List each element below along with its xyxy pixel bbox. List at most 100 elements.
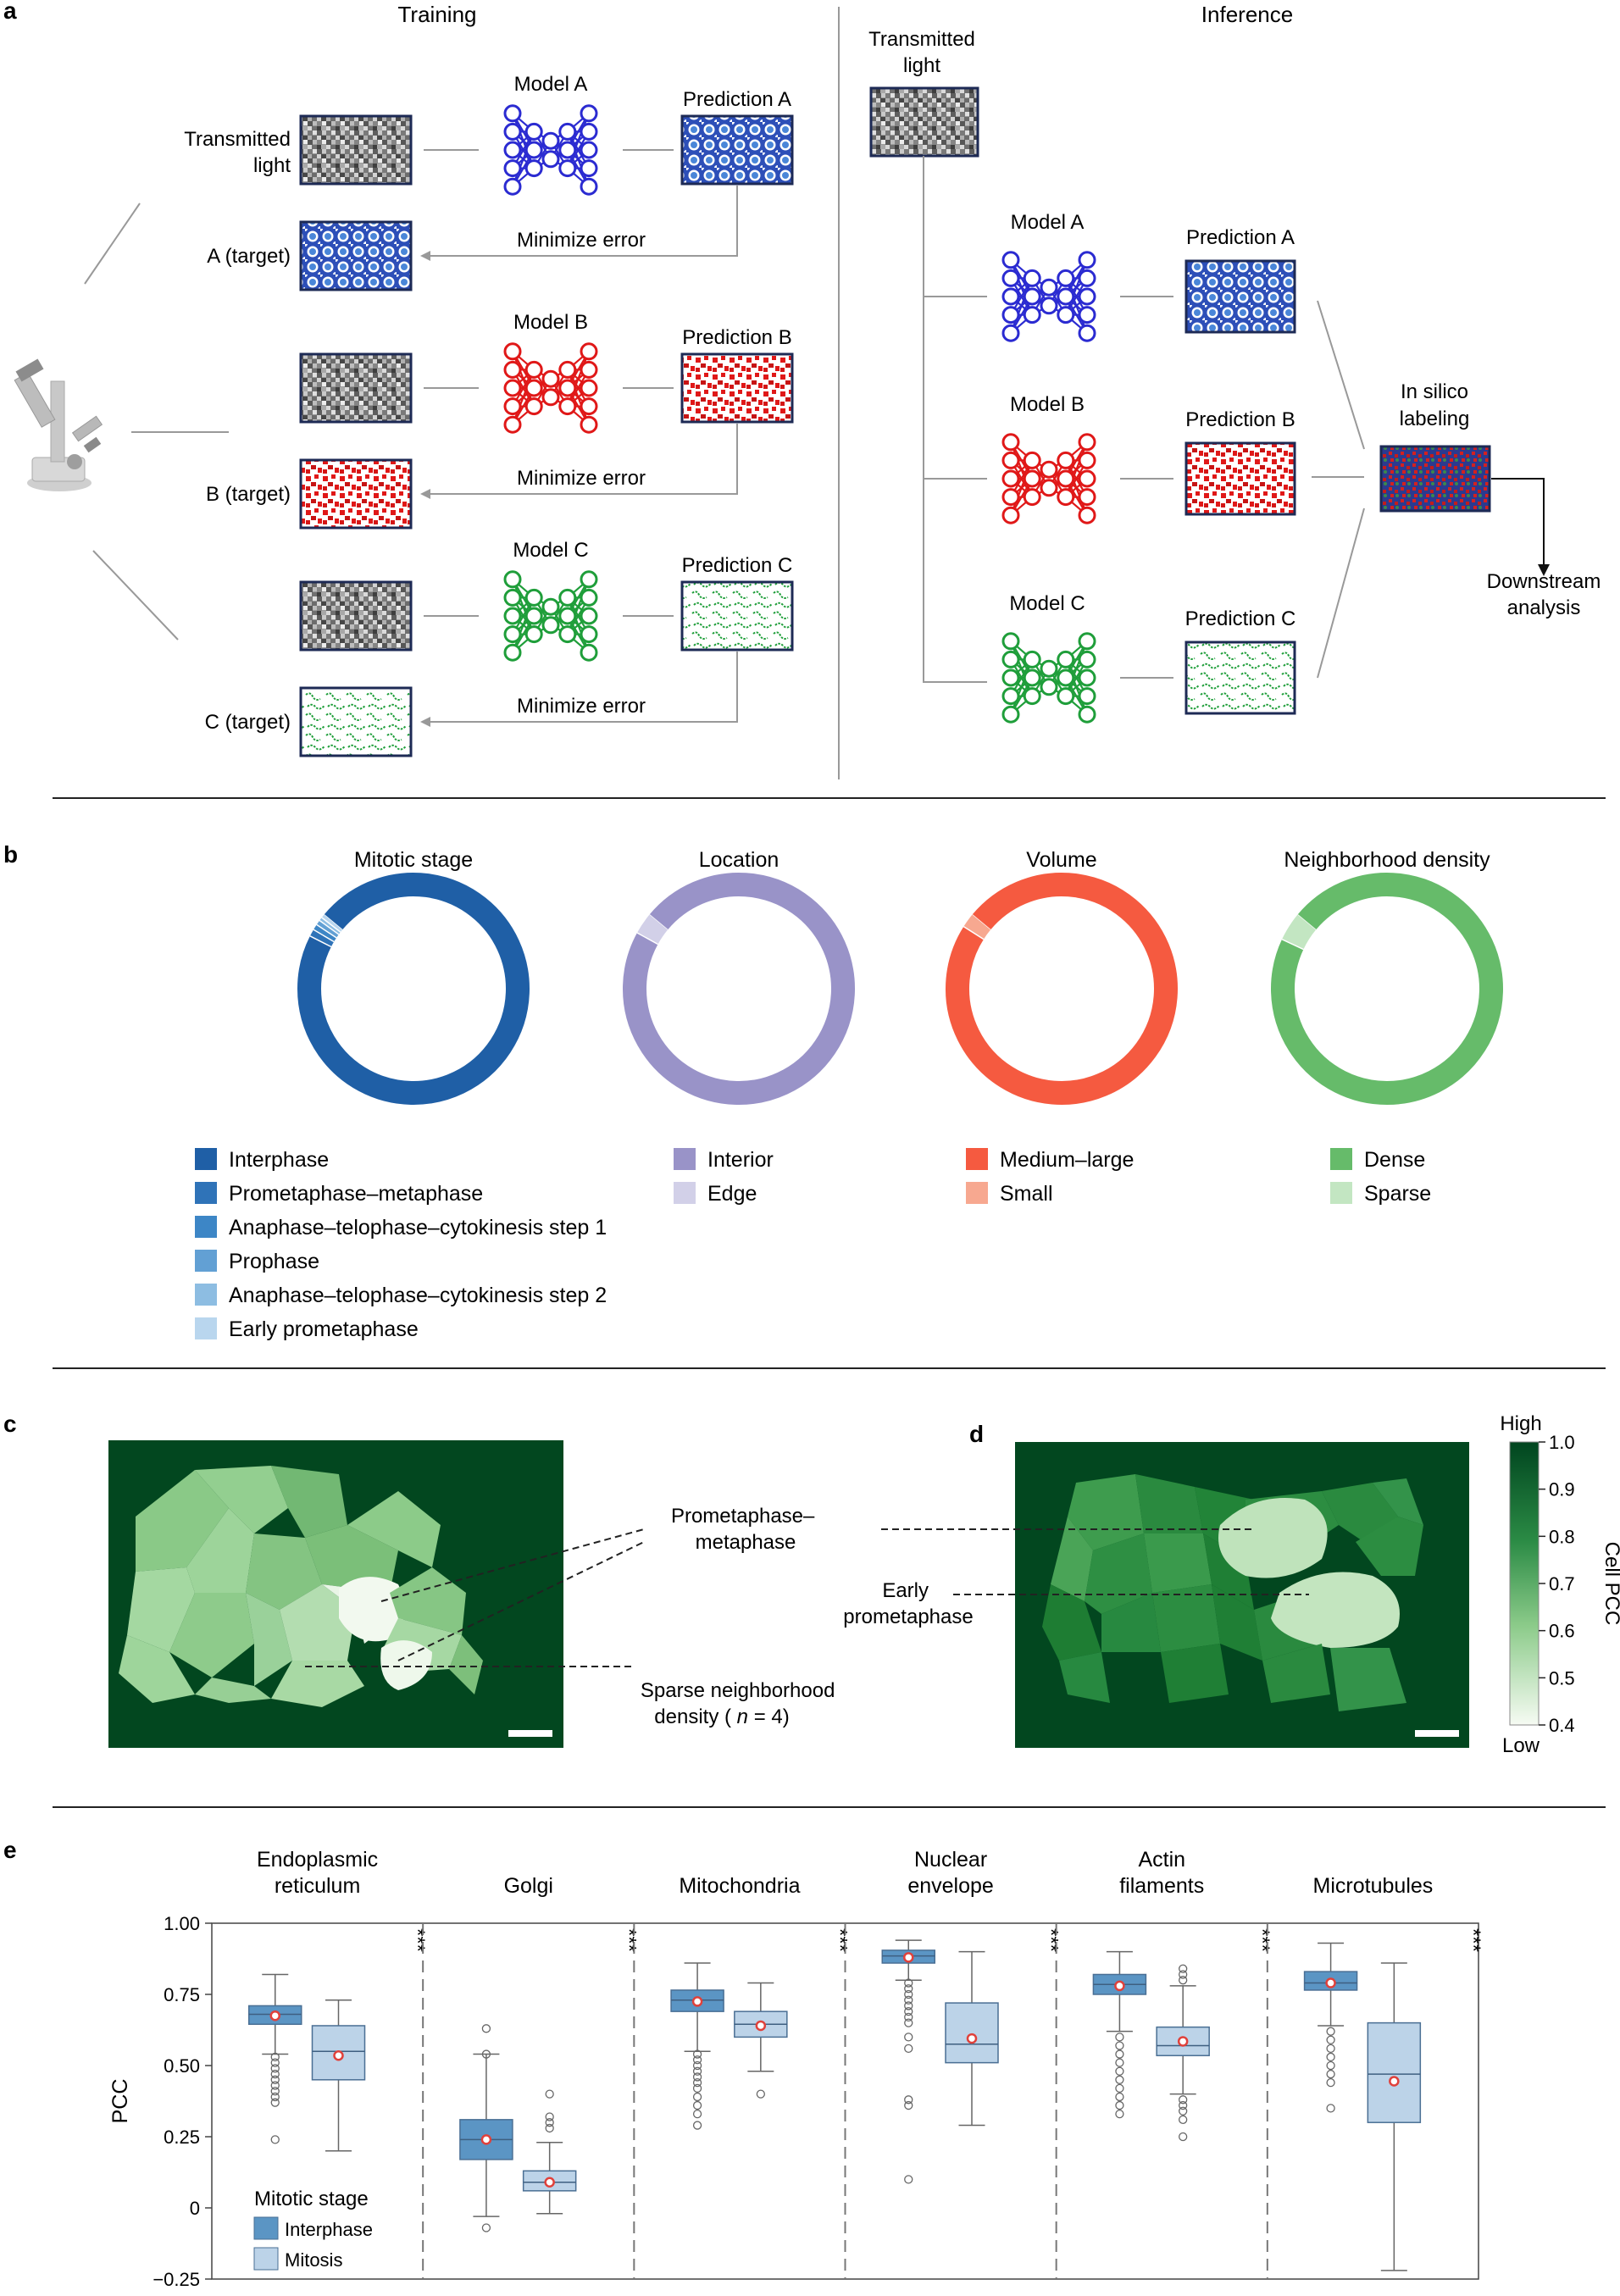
outlier-point [270, 2058, 280, 2067]
outlier-point [1326, 2069, 1335, 2079]
legend-label: Interior [707, 1148, 774, 1172]
outlier-point [270, 2064, 280, 2073]
network-node [1001, 632, 1020, 651]
network-node [1078, 324, 1096, 342]
box-group-2: Golgi*** [459, 1874, 640, 2279]
panel-letter-c: c [3, 1411, 17, 1437]
panel-letter-a: a [3, 0, 17, 24]
network-edge [1064, 441, 1089, 497]
significance-marker: *** [1251, 1928, 1273, 1952]
label-early-line2: prometaphase [843, 1606, 973, 1628]
network-edge [1009, 460, 1034, 516]
inference-title: Inference [1201, 2, 1293, 27]
legend-swatch [195, 1250, 217, 1272]
cell-map-c [119, 1466, 483, 1707]
mean-marker [269, 2010, 280, 2021]
network-edge [566, 113, 591, 169]
donut-slice-gap [309, 935, 332, 948]
model-network-icon [1001, 251, 1096, 342]
network-node [1078, 251, 1096, 269]
significance-marker: *** [406, 1928, 429, 1952]
transmitted-light-image [299, 114, 413, 186]
network-node [541, 388, 560, 407]
network-node [1023, 306, 1041, 324]
prediction-image [1184, 641, 1296, 715]
scale-bar-d [1415, 1730, 1459, 1737]
mean-marker [966, 2033, 978, 2044]
network-node [541, 131, 560, 150]
minimize-arrow-line [422, 186, 738, 257]
network-node [503, 625, 522, 644]
outlier-point [270, 2087, 280, 2096]
network-node [580, 643, 598, 662]
label-sparse-line1: Sparse neighborhood [641, 1679, 835, 1702]
donut-slice-gap [321, 917, 341, 933]
significance-marker: *** [829, 1928, 852, 1952]
network-node [503, 177, 522, 196]
network-node [1078, 650, 1096, 668]
group-title: Microtubules [1313, 1874, 1434, 1898]
outlier-point [1179, 2106, 1188, 2116]
mean-marker [1177, 2036, 1189, 2047]
network-node [1078, 451, 1096, 469]
model-label: Model B [1010, 393, 1085, 416]
prediction-label: Prediction B [682, 326, 791, 349]
outlier-point [1115, 2109, 1124, 2119]
group-title: Mitochondria [679, 1874, 800, 1898]
model-network-icon [1001, 632, 1096, 724]
legend-swatch [195, 1148, 217, 1170]
network-edge [1009, 278, 1034, 334]
network-node [1040, 659, 1058, 678]
network-node [1040, 479, 1058, 497]
network-node [1001, 469, 1020, 488]
mean-marker [1114, 1980, 1125, 1992]
label-prometaphase-metaphase: Prometaphase– metaphase [671, 1505, 820, 1554]
model-network-icon [503, 570, 598, 662]
network-node [580, 122, 598, 141]
y-tick-label: 0 [190, 2198, 200, 2219]
network-edge [511, 131, 535, 187]
outlier-point [904, 2100, 913, 2110]
outlier-point [481, 2024, 491, 2033]
outlier-point [270, 2135, 280, 2144]
minimize-arrowhead [420, 251, 430, 261]
network-node [580, 415, 598, 434]
legend-label: Small [1000, 1182, 1053, 1206]
minimize-arrowhead [420, 489, 430, 499]
network-node [1078, 433, 1096, 452]
legend-swatch [966, 1182, 988, 1204]
outlier-point [692, 2072, 702, 2082]
network-node [1001, 306, 1020, 324]
label-prometaphase-line1: Prometaphase– [671, 1505, 815, 1528]
network-node [1023, 469, 1041, 488]
outlier-point [1115, 2066, 1124, 2076]
network-node [558, 360, 577, 379]
network-node [1023, 451, 1041, 469]
panel-letter-b: b [3, 841, 18, 868]
network-node [1057, 488, 1075, 507]
donut-slice [1271, 873, 1503, 1105]
network-node [1040, 278, 1058, 297]
legend-label: Edge [707, 1182, 757, 1206]
network-node [1001, 251, 1020, 269]
network-node [503, 643, 522, 662]
network-node [1001, 451, 1020, 469]
network-node [558, 625, 577, 644]
box [945, 2002, 999, 2064]
outlier-point [692, 2049, 702, 2059]
network-node [541, 369, 560, 388]
scale-bar-c [508, 1730, 552, 1737]
label-sparse-n: n [737, 1705, 748, 1728]
legend-label: Medium–large [1000, 1148, 1134, 1172]
prediction-image [680, 352, 794, 424]
outlier-point [692, 2109, 702, 2119]
callout-c-2 [397, 1541, 645, 1661]
donut-slice-gap [636, 932, 658, 946]
legend-swatch [1330, 1148, 1352, 1170]
donut-slice [1282, 914, 1317, 950]
